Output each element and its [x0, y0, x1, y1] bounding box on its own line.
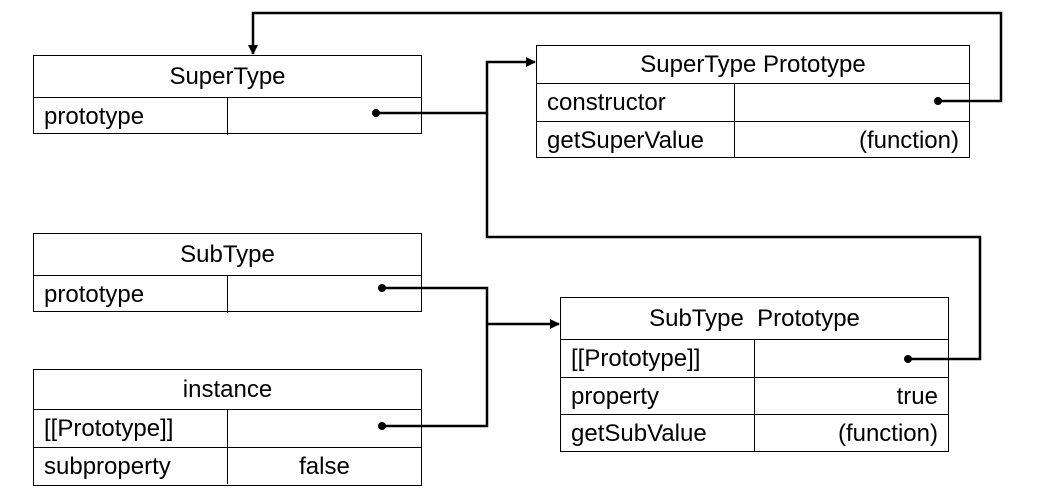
- getsupervalue-value: (function): [858, 127, 959, 154]
- supertype-prototype-box: SuperType Prototype constructor getSuper…: [536, 45, 970, 158]
- supertype-prototype-key: prototype: [34, 98, 228, 135]
- constructor-value: [735, 84, 969, 121]
- supertype-prototype-row-getsupervalue: getSuperValue (function): [537, 121, 969, 158]
- subtype-prototype-value: [228, 276, 421, 313]
- subtype-prototype-key: prototype: [34, 276, 228, 313]
- supertype-title: SuperType: [34, 56, 421, 98]
- subproperty-value: false: [299, 453, 350, 480]
- supertype-prototype-value: [228, 98, 421, 135]
- getsubvalue-key: getSubValue: [561, 415, 755, 451]
- getsupervalue-key: getSuperValue: [537, 122, 735, 158]
- instance-title: instance: [34, 370, 421, 410]
- subtype-title: SubType: [34, 234, 421, 276]
- supertype-prototype-row-constructor: constructor: [537, 84, 969, 121]
- subtype-prototype-title: SubType Prototype: [561, 298, 948, 340]
- property-key: property: [561, 378, 755, 414]
- subproperty-key: subproperty: [34, 448, 228, 484]
- instance-row-subproperty: subproperty false: [34, 447, 421, 484]
- constructor-key: constructor: [537, 84, 735, 121]
- instance-row-prototype: [[Prototype]]: [34, 410, 421, 447]
- supertype-row-prototype: prototype: [34, 98, 421, 135]
- subtype-proto-prototype-value: [755, 340, 948, 377]
- property-value: true: [896, 383, 938, 410]
- subtype-prototype-row-property: property true: [561, 377, 948, 414]
- getsubvalue-value: (function): [837, 420, 938, 447]
- subtype-proto-prototype-key: [[Prototype]]: [561, 340, 755, 377]
- subtype-prototype-row-prototype: [[Prototype]]: [561, 340, 948, 377]
- subtype-box: SubType prototype: [33, 233, 422, 313]
- instance-prototype-value: [228, 410, 421, 447]
- subtype-prototype-box: SubType Prototype [[Prototype]] property…: [560, 297, 949, 452]
- subtype-prototype-row-getsubvalue: getSubValue (function): [561, 414, 948, 451]
- instance-prototype-key: [[Prototype]]: [34, 410, 228, 447]
- subtype-row-prototype: prototype: [34, 276, 421, 313]
- supertype-prototype-title: SuperType Prototype: [537, 46, 969, 84]
- supertype-box: SuperType prototype: [33, 55, 422, 135]
- instance-box: instance [[Prototype]] subproperty false: [33, 369, 422, 486]
